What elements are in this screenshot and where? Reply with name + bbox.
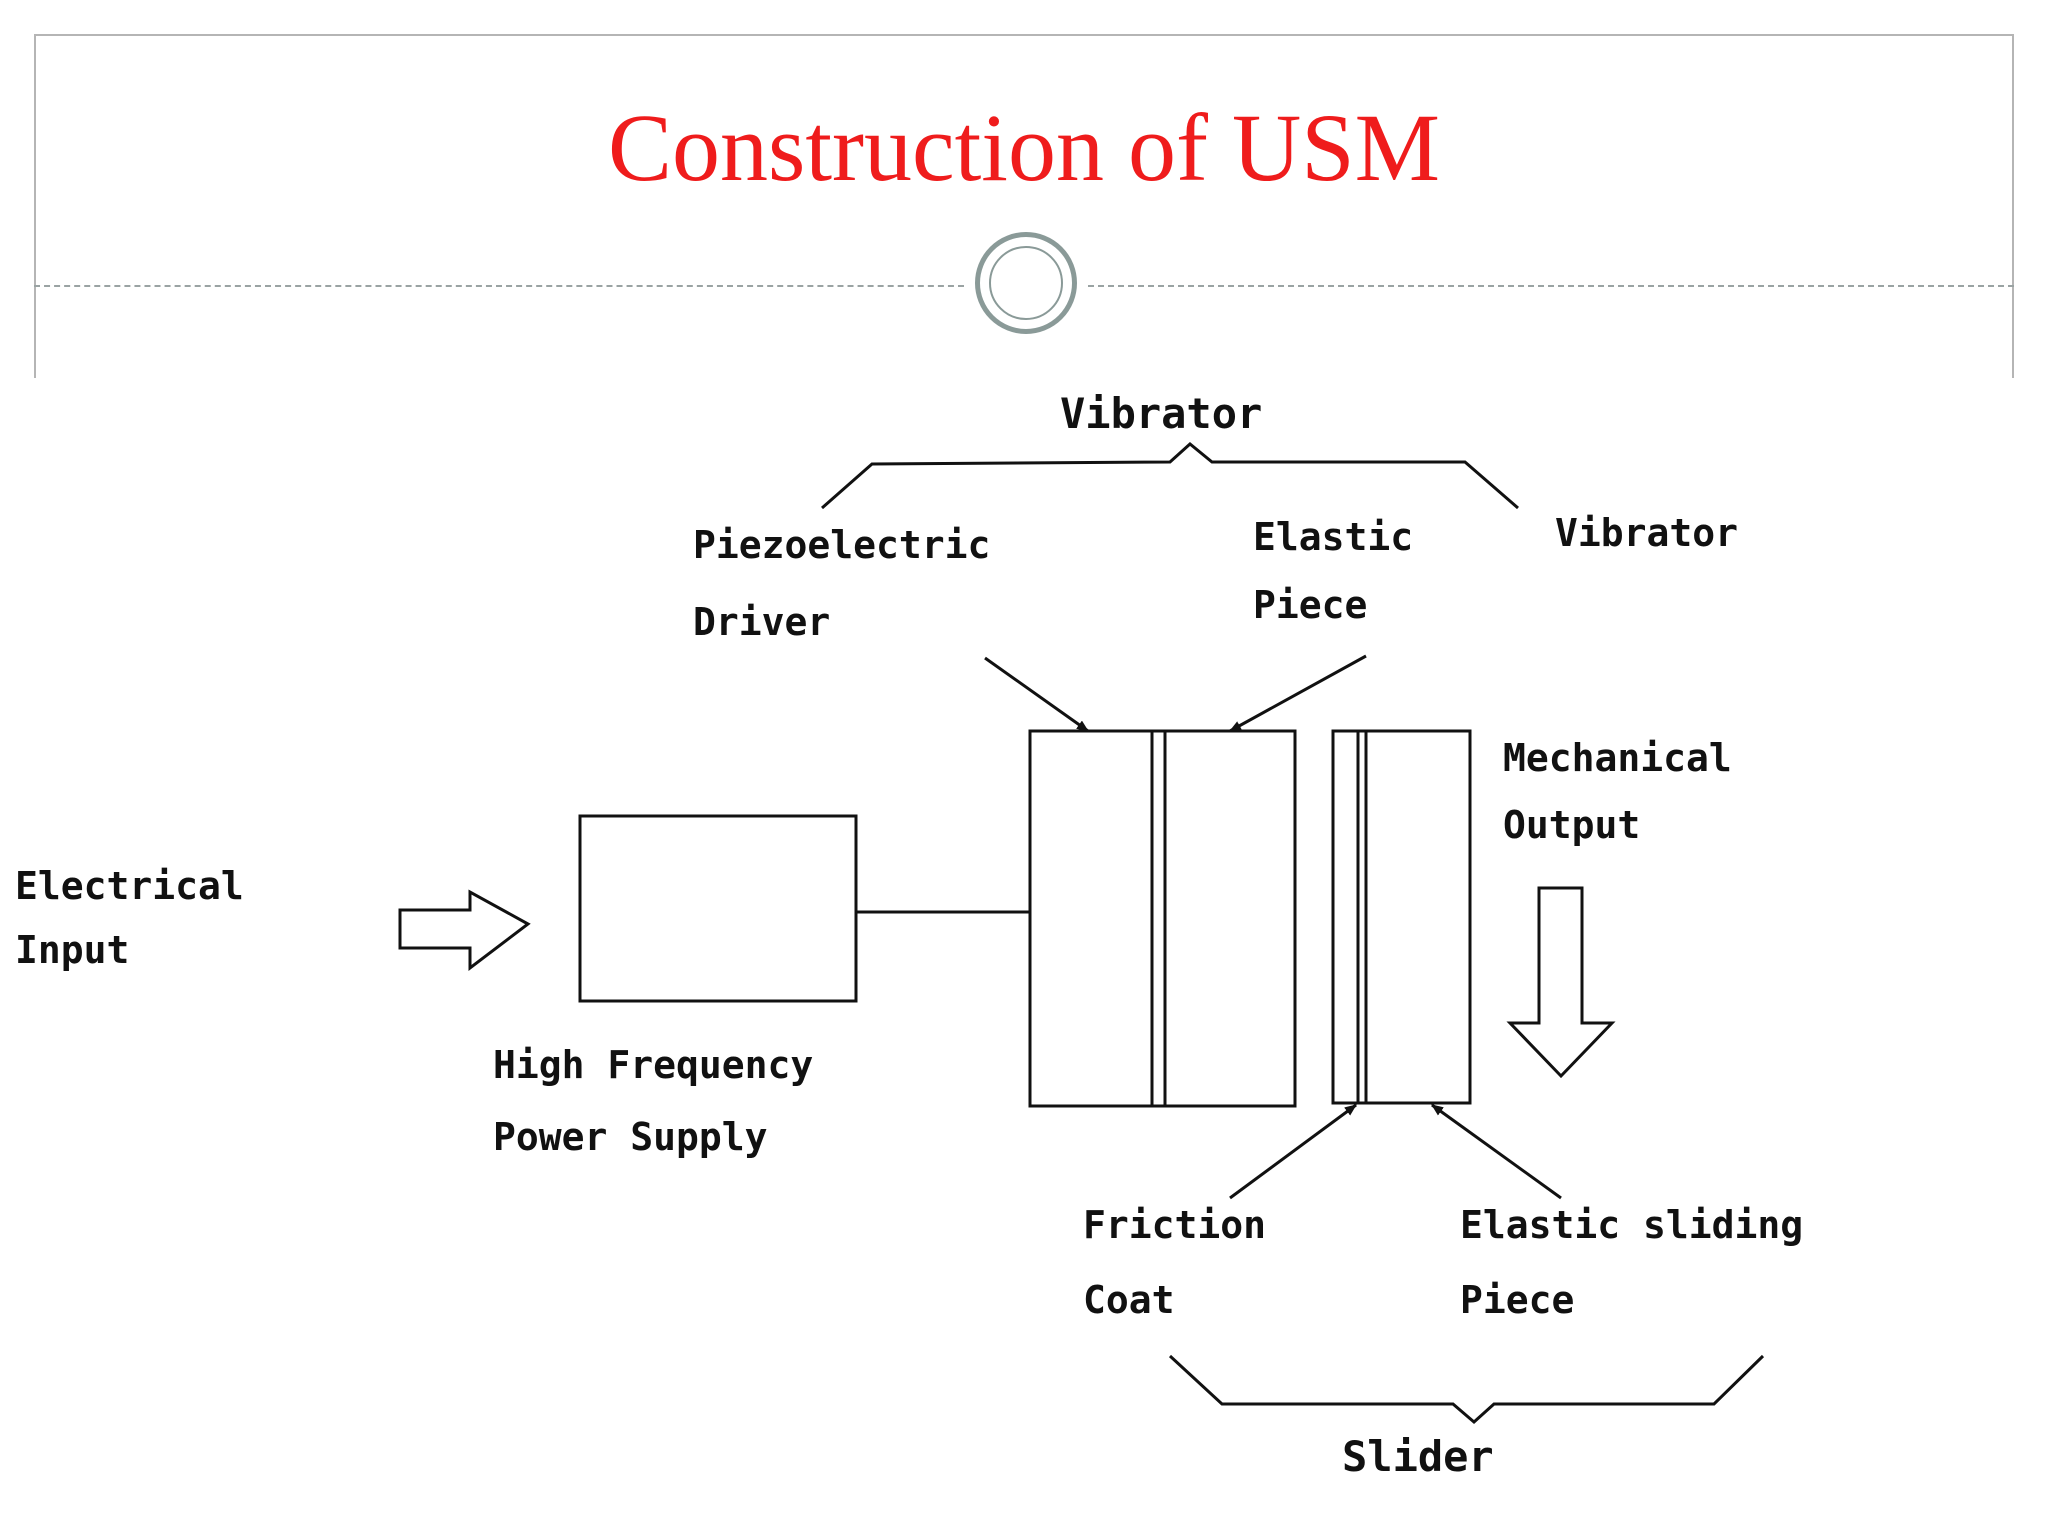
usm-construction-diagram: Vibrator Piezoelectric Driver Elastic Pi…	[15, 389, 1803, 1481]
slide-title: Construction of USM	[607, 94, 1441, 201]
svg-text:Piece: Piece	[1253, 583, 1367, 627]
vibrator-block	[1028, 729, 1297, 1108]
svg-text:Elastic sliding: Elastic sliding	[1460, 1203, 1803, 1247]
svg-text:Friction: Friction	[1083, 1203, 1266, 1247]
title-divider-left	[34, 285, 964, 287]
svg-text:Mechanical: Mechanical	[1503, 736, 1732, 780]
friction-coat-label: Friction Coat	[1083, 1203, 1266, 1322]
svg-text:Input: Input	[15, 928, 129, 972]
piezo-driver-pointer-arrow	[984, 656, 1089, 733]
svg-text:Driver: Driver	[693, 600, 830, 644]
slider-group-label: Slider	[1342, 1432, 1494, 1481]
elastic-sliding-piece-pointer-arrow	[1431, 1103, 1562, 1200]
elastic-piece-label: Elastic Piece	[1253, 515, 1413, 627]
mechanical-output-arrow	[1506, 886, 1616, 1079]
elastic-piece-pointer-arrow	[1229, 654, 1367, 733]
vibrator-label-right: Vibrator	[1555, 511, 1738, 555]
svg-text:Coat: Coat	[1083, 1278, 1175, 1322]
friction-coat-pointer-arrow	[1229, 1103, 1357, 1200]
elastic-sliding-piece-label: Elastic sliding Piece	[1460, 1203, 1803, 1322]
svg-text:Electrical: Electrical	[15, 864, 244, 908]
slider-brace	[1168, 1354, 1765, 1424]
svg-text:High Frequency: High Frequency	[493, 1043, 813, 1087]
power-supply-block	[578, 814, 858, 1003]
title-ornament-circle	[975, 232, 1077, 334]
svg-text:Output: Output	[1503, 803, 1640, 847]
vibrator-brace	[821, 442, 1519, 510]
electrical-input-arrow	[398, 889, 531, 972]
slider-block	[1331, 729, 1472, 1105]
svg-text:Elastic: Elastic	[1253, 515, 1413, 559]
mechanical-output-label: Mechanical Output	[1503, 736, 1732, 847]
piezoelectric-driver-label: Piezoelectric Driver	[693, 523, 990, 644]
title-divider-right	[1088, 285, 2014, 287]
power-supply-label: High Frequency Power Supply	[493, 1043, 813, 1159]
svg-text:Power Supply: Power Supply	[493, 1115, 768, 1159]
svg-text:Piece: Piece	[1460, 1278, 1574, 1322]
diagram-panel: Vibrator Piezoelectric Driver Elastic Pi…	[0, 378, 2048, 1504]
vibrator-group-label: Vibrator	[1060, 389, 1262, 438]
electrical-input-label: Electrical Input	[15, 864, 244, 972]
svg-text:Piezoelectric: Piezoelectric	[693, 523, 990, 567]
